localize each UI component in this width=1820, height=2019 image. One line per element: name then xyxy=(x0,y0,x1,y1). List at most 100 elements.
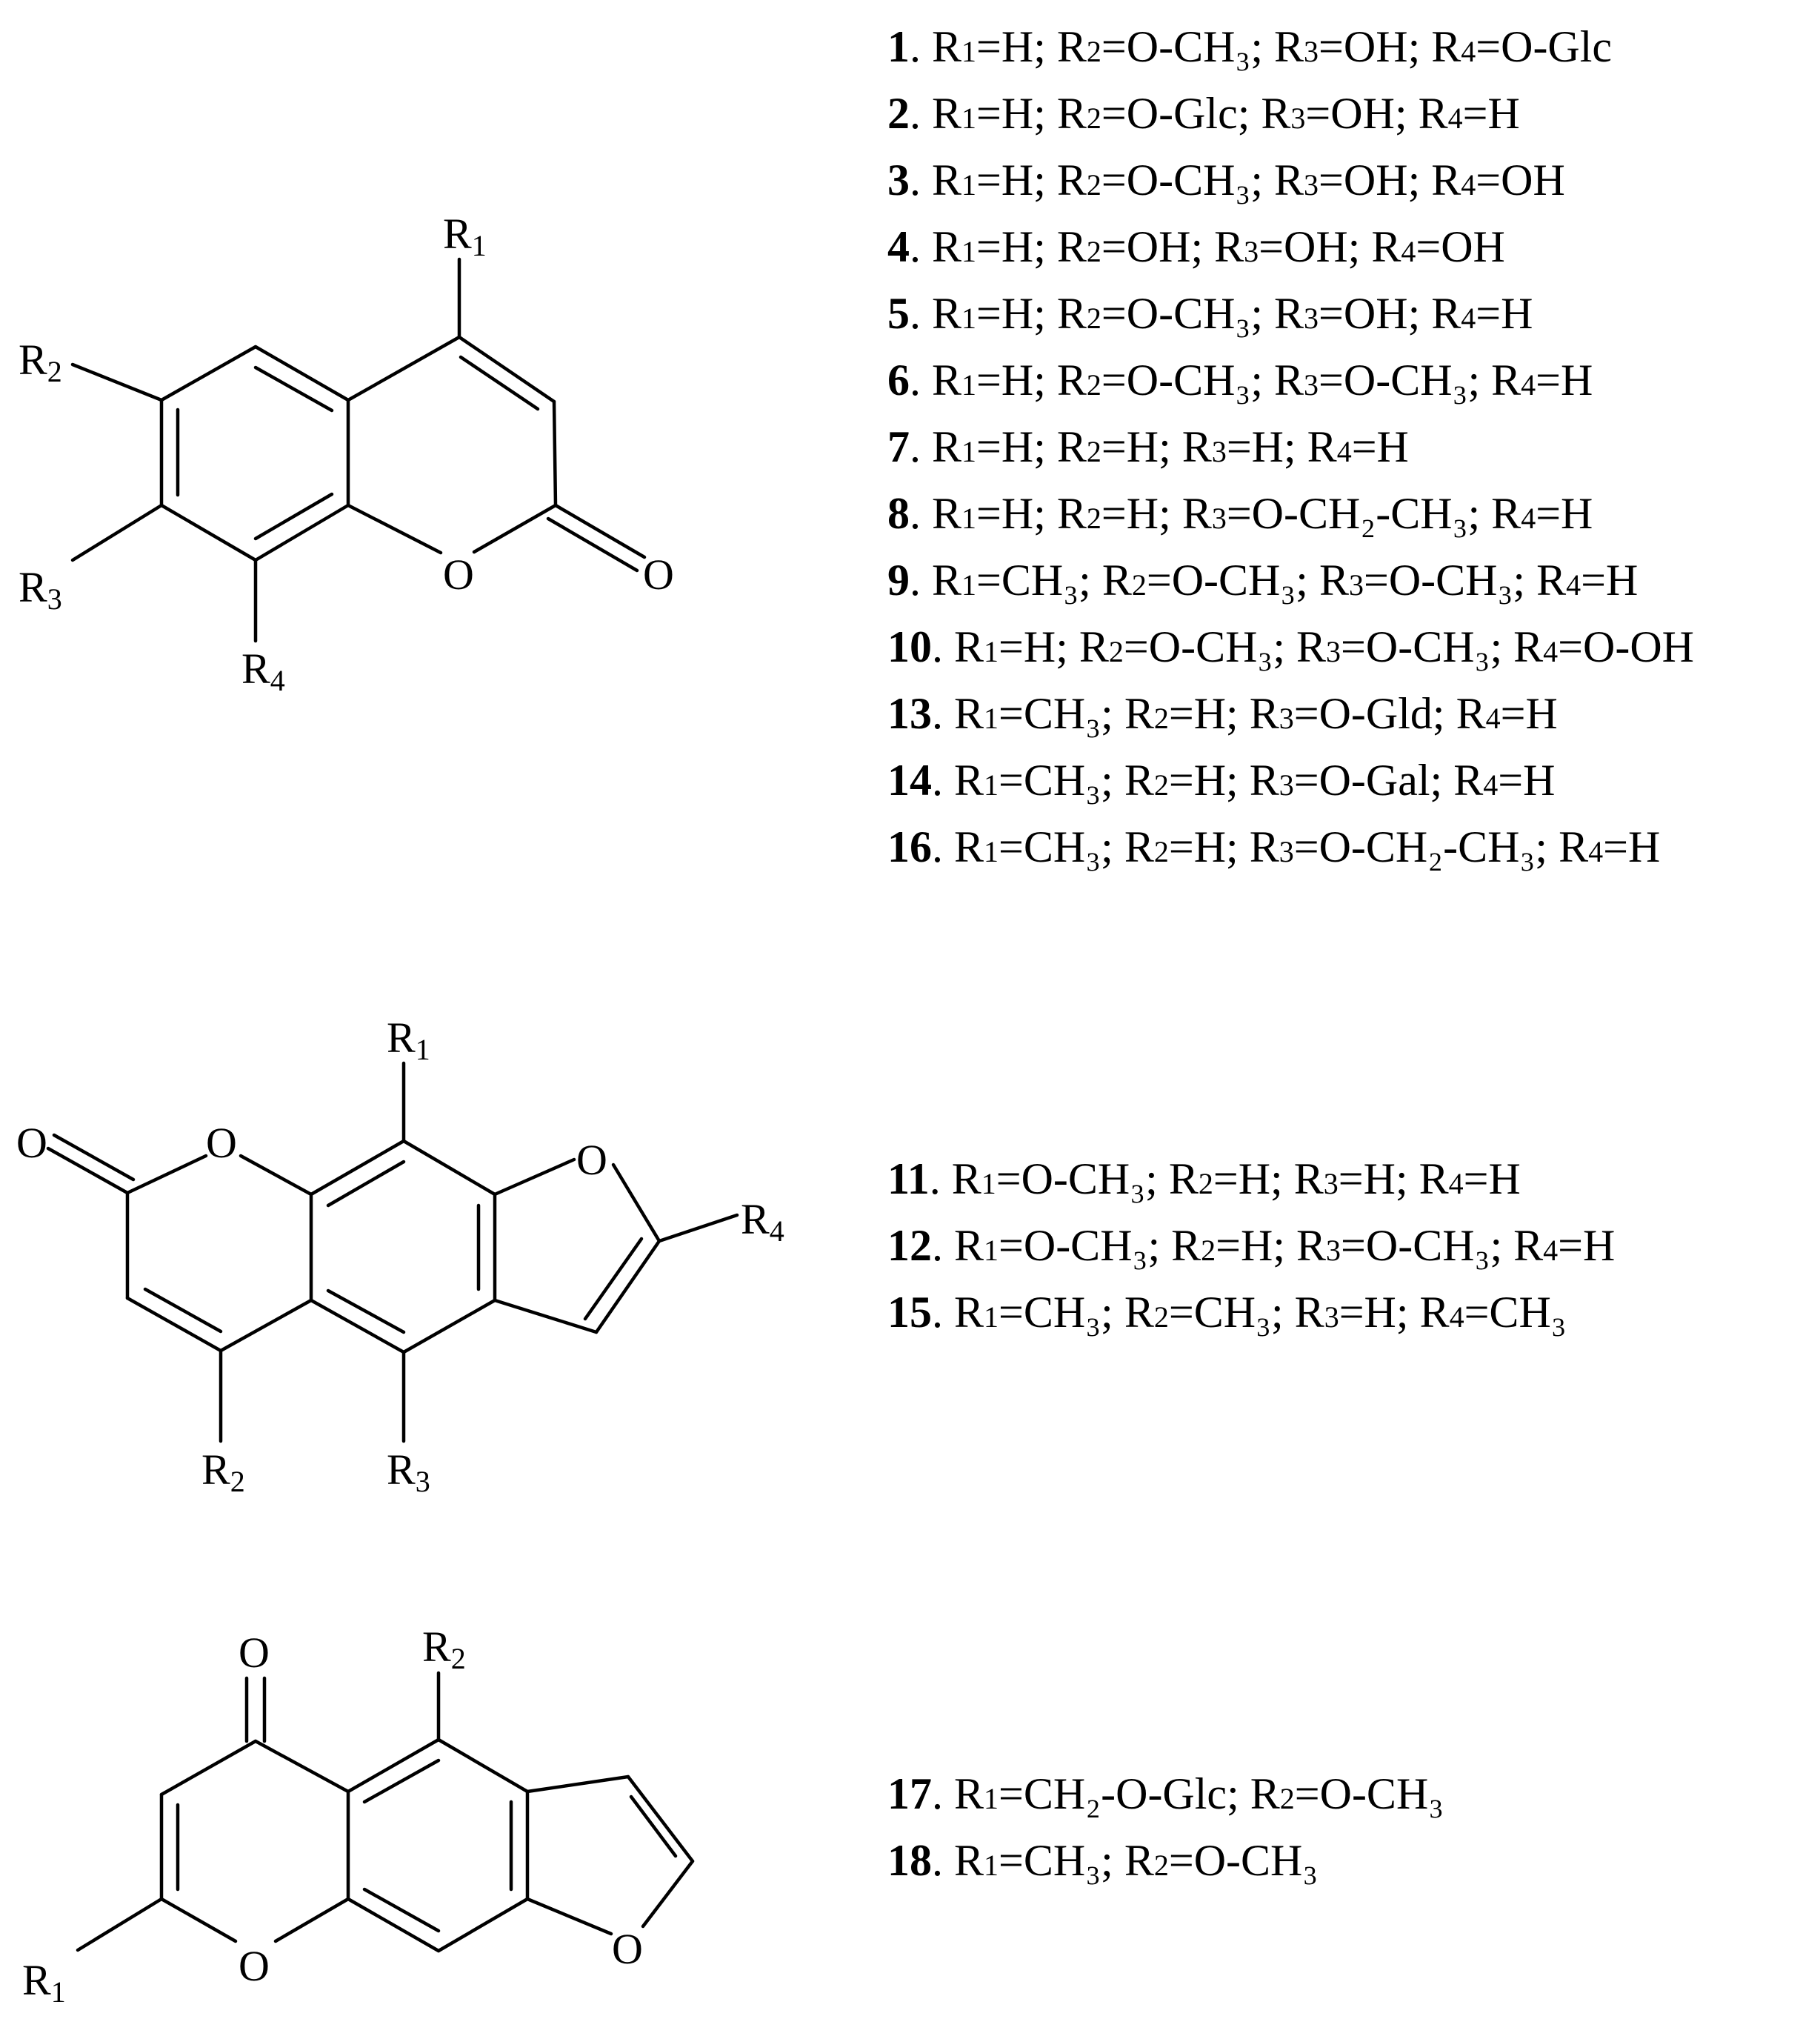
substituent-value: H xyxy=(1561,356,1593,405)
substituent-position: 1 xyxy=(961,368,977,402)
substituent-value: H xyxy=(1023,622,1056,671)
bond xyxy=(493,1157,576,1197)
substituent-position: 1 xyxy=(984,1849,999,1882)
bond xyxy=(611,1162,661,1243)
r2-label: R2 xyxy=(201,1446,245,1498)
bond xyxy=(46,1146,130,1195)
compound-number: 18 xyxy=(887,1836,932,1885)
substituent-value: O-Glc xyxy=(1126,89,1238,138)
substituent-position: 3 xyxy=(1326,1234,1341,1267)
substituent-position: 2 xyxy=(1153,702,1169,735)
substituent-value: O-CH₃ xyxy=(1126,156,1251,204)
substituent-value: OH xyxy=(1343,22,1408,71)
bond xyxy=(583,1237,644,1321)
bond xyxy=(401,1139,497,1197)
list-item: 6. R1=H; R2=O-CH₃; R3=O-CH₃; R4=H xyxy=(887,356,1593,405)
bond xyxy=(70,503,164,562)
bond xyxy=(657,1213,739,1243)
substituent-position: 1 xyxy=(984,1300,999,1334)
substituent-position: 3 xyxy=(1324,1300,1339,1334)
substituent-position: 4 xyxy=(1521,502,1536,535)
substituent-value: O-Gal xyxy=(1319,756,1430,805)
compound-number: 9 xyxy=(887,556,910,605)
substituent-position: 2 xyxy=(1086,368,1101,402)
substituent-position: 2 xyxy=(1086,235,1101,268)
substituent-position: 1 xyxy=(984,635,999,668)
substituent-position: 3 xyxy=(1244,235,1259,268)
bond xyxy=(525,1774,630,1794)
list-item: 9. R1=CH₃; R2=O-CH₃; R3=O-CH₃; R4=H xyxy=(887,556,1639,605)
substituent-value: H xyxy=(1193,689,1227,738)
bond xyxy=(125,1296,223,1353)
substituent-value: H xyxy=(1001,289,1034,338)
bond xyxy=(52,1133,136,1182)
bond xyxy=(346,335,461,402)
substituent-position: 4 xyxy=(1543,1234,1559,1267)
compound-number: 16 xyxy=(887,822,932,871)
bond xyxy=(362,1758,441,1804)
substituent-position: 1 xyxy=(961,235,977,268)
substituent-value: H xyxy=(1523,756,1556,805)
substituent-value: H xyxy=(1238,1154,1271,1203)
bond xyxy=(143,1287,223,1334)
r2-label: R2 xyxy=(422,1623,466,1675)
substituent-value: H xyxy=(1126,489,1159,538)
substituent-value: CH₃ xyxy=(1023,1836,1101,1885)
list-item: 12. R1=O-CH₃; R2=H; R3=O-CH₃; R4=H xyxy=(887,1221,1616,1270)
bond xyxy=(239,1154,313,1197)
substituent-value: H xyxy=(1193,756,1227,805)
substituent-position: 3 xyxy=(1211,435,1227,468)
bond xyxy=(219,1298,313,1353)
substituent-value: H xyxy=(1001,422,1034,471)
r2-label: R2 xyxy=(19,336,62,388)
substituent-value: OH xyxy=(1126,222,1191,271)
bond xyxy=(457,335,556,404)
substituent-position: 4 xyxy=(1461,35,1476,68)
list-item: 2. R1=H; R2=O-Glc; R3=OH; R4=H xyxy=(887,89,1520,138)
bond xyxy=(436,1897,530,1953)
substituent-value: H xyxy=(1001,89,1034,138)
pyrone-oxygen-label: O xyxy=(239,1942,270,1990)
substituent-position: 1 xyxy=(984,702,999,735)
substituent-value: O-CH₃ xyxy=(1126,22,1251,71)
bond xyxy=(253,345,350,402)
furochromone-structure: R1 R2 O O O xyxy=(22,1623,695,2009)
bond xyxy=(309,1298,406,1354)
bond xyxy=(70,362,164,402)
substituent-value: OH xyxy=(1330,89,1395,138)
r3-label: R3 xyxy=(19,563,62,616)
substituent-value: H xyxy=(1001,489,1034,538)
substituent-position: 1 xyxy=(961,502,977,535)
substituent-position: 3 xyxy=(1279,768,1294,802)
bond xyxy=(159,345,258,402)
substituent-position: 2 xyxy=(1153,1849,1169,1882)
substituent-position: 1 xyxy=(984,1234,999,1267)
ketone-oxygen-label: O xyxy=(239,1629,270,1677)
list-item: 8. R1=H; R2=H; R3=O-CH₂-CH₃; R4=H xyxy=(887,489,1593,538)
substituent-value: O-CH₃ xyxy=(1388,556,1513,605)
bond xyxy=(626,1774,695,1863)
carbonyl-oxygen-label: O xyxy=(16,1119,47,1167)
r1-label: R1 xyxy=(443,210,487,262)
compound-number: 3 xyxy=(887,156,910,204)
bond xyxy=(326,1160,406,1208)
substituent-position: 3 xyxy=(1326,635,1341,668)
list-item: 14. R1=CH₃; R2=H; R3=O-Gal; R4=H xyxy=(887,756,1556,805)
substituent-position: 2 xyxy=(1153,835,1169,868)
substituent-position: 3 xyxy=(1323,1167,1339,1200)
bond xyxy=(125,1154,208,1195)
substituent-position: 1 xyxy=(961,435,977,468)
carbonyl-oxygen-label: O xyxy=(643,551,674,599)
furocoumarin-bonds xyxy=(46,1061,739,1443)
substituent-value: CH₃ xyxy=(1023,689,1101,738)
substituent-value: OH xyxy=(1283,222,1348,271)
substituent-value: CH₃ xyxy=(1489,1288,1567,1337)
substituent-position: 3 xyxy=(1279,835,1294,868)
substituent-value: CH₃ xyxy=(1023,1288,1101,1337)
substituent-position: 3 xyxy=(1304,168,1319,202)
substituent-position: 4 xyxy=(1461,302,1476,335)
substituent-position: 2 xyxy=(1198,1167,1213,1200)
substituent-position: 4 xyxy=(1483,768,1499,802)
